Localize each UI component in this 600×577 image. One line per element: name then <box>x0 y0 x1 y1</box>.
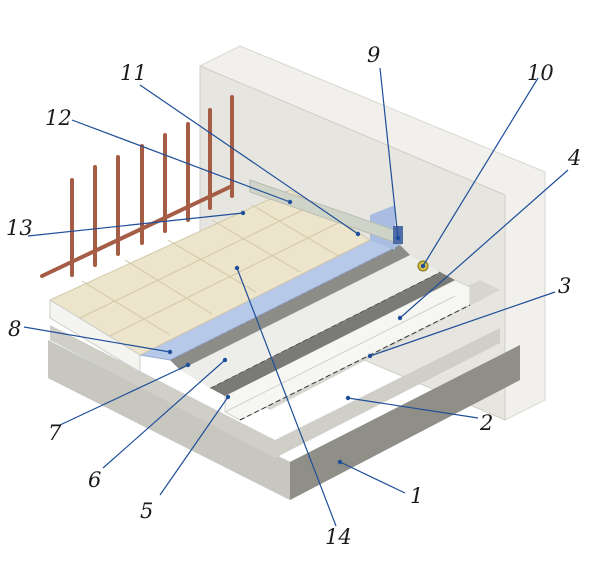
callout-12: 12 <box>45 106 72 130</box>
callout-2: 2 <box>479 411 493 435</box>
leader-lines <box>23 67 569 527</box>
callout-11: 11 <box>120 61 147 85</box>
callout-labels: 1 2 3 4 5 6 7 8 9 10 11 12 13 14 <box>6 43 581 549</box>
callout-9: 9 <box>367 43 380 67</box>
callout-10: 10 <box>527 61 554 85</box>
railing <box>40 95 234 278</box>
callout-1: 1 <box>410 484 423 508</box>
tile-deck <box>48 189 372 373</box>
callout-5: 5 <box>140 499 153 523</box>
callout-3: 3 <box>558 274 571 298</box>
base-slab <box>48 340 520 500</box>
callout-14: 14 <box>325 525 352 549</box>
callout-8: 8 <box>8 317 21 341</box>
callout-13: 13 <box>6 216 33 240</box>
callout-7: 7 <box>48 421 62 445</box>
callout-6: 6 <box>88 468 101 492</box>
callout-4: 4 <box>567 146 581 170</box>
